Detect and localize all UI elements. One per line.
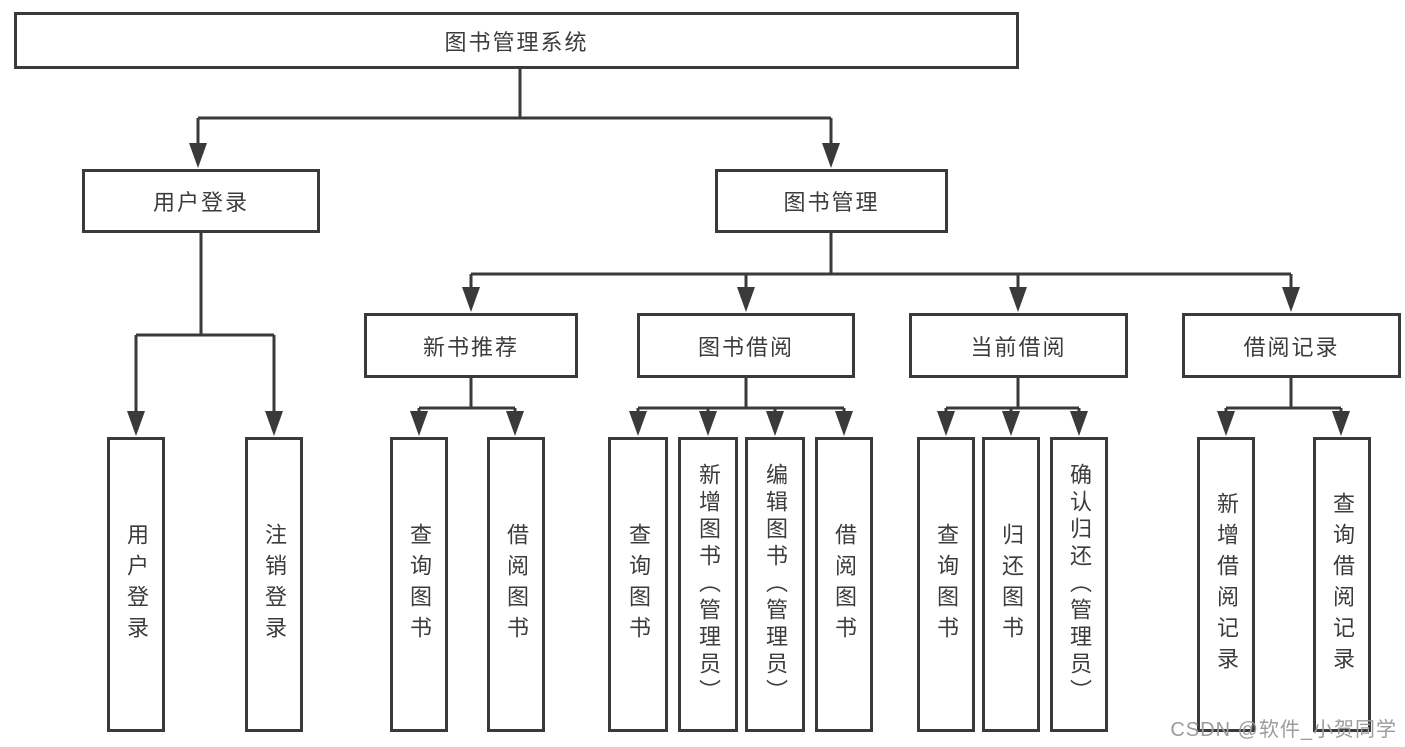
node-library-management-system: 图书管理系统 — [14, 12, 1019, 69]
arrow-down-icon — [699, 411, 717, 436]
node-label: 用户登录 — [124, 522, 149, 647]
connector-lines — [134, 69, 1343, 414]
arrow-down-icon — [1217, 411, 1235, 436]
leaf-borrow-books: 借阅图书 — [815, 437, 873, 732]
arrow-down-icon — [1332, 411, 1350, 436]
arrow-down-icon — [835, 411, 853, 436]
leaf-add-books-admin: 新增图书（管理员） — [678, 437, 738, 732]
node-label: 借阅图书 — [504, 522, 529, 647]
leaf-user-login: 用户登录 — [107, 437, 165, 732]
arrow-down-icon — [766, 411, 784, 436]
node-label: 新书推荐 — [422, 334, 519, 360]
arrow-down-icon — [506, 411, 524, 436]
node-label: 查询借阅记录 — [1330, 491, 1355, 678]
node-label: 归还图书 — [999, 522, 1024, 647]
node-label: 图书管理系统 — [444, 29, 589, 55]
arrow-down-icon — [462, 287, 480, 312]
leaf-borrowing-query-books: 查询图书 — [608, 437, 668, 732]
node-current-borrowing: 当前借阅 — [909, 313, 1128, 378]
leaf-logout-login: 注销登录 — [245, 437, 303, 732]
node-label: 图书管理 — [783, 190, 880, 215]
arrow-down-icon — [1282, 287, 1300, 312]
leaf-recommend-query-books: 查询图书 — [390, 437, 448, 732]
node-label: 借阅记录 — [1243, 334, 1340, 360]
leaf-add-borrow-record: 新增借阅记录 — [1197, 437, 1255, 732]
arrow-down-icon — [410, 411, 428, 436]
node-label: 编辑图书（管理员） — [763, 463, 788, 706]
arrowheads — [127, 143, 1350, 436]
arrow-down-icon — [937, 411, 955, 436]
arrow-down-icon — [127, 411, 145, 436]
node-label: 用户登录 — [152, 190, 249, 215]
arrow-down-icon — [1002, 411, 1020, 436]
arrow-down-icon — [629, 411, 647, 436]
node-label: 新增借阅记录 — [1214, 491, 1239, 678]
node-user-login: 用户登录 — [82, 169, 320, 233]
leaf-return-books: 归还图书 — [982, 437, 1040, 732]
node-label: 查询图书 — [407, 522, 432, 647]
arrow-down-icon — [189, 143, 207, 168]
leaf-recommend-borrow-books: 借阅图书 — [487, 437, 545, 732]
node-label: 确认归还（管理员） — [1067, 463, 1092, 706]
leaf-edit-books-admin: 编辑图书（管理员） — [745, 437, 805, 732]
leaf-current-query-books: 查询图书 — [917, 437, 975, 732]
arrow-down-icon — [265, 411, 283, 436]
node-label: 借阅图书 — [832, 522, 857, 647]
node-new-book-recommendation: 新书推荐 — [364, 313, 578, 378]
arrow-down-icon — [1009, 287, 1027, 312]
arrow-down-icon — [1070, 411, 1088, 436]
node-label: 当前借阅 — [970, 334, 1067, 360]
node-label: 查询图书 — [934, 522, 959, 647]
arrow-down-icon — [822, 143, 840, 168]
node-book-management: 图书管理 — [715, 169, 948, 233]
csdn-watermark: CSDN @软件_小贺同学 — [1170, 719, 1397, 741]
leaf-confirm-return-admin: 确认归还（管理员） — [1050, 437, 1108, 732]
node-borrowing-records: 借阅记录 — [1182, 313, 1401, 378]
node-label: 查询图书 — [626, 522, 651, 647]
node-label: 新增图书（管理员） — [696, 463, 721, 706]
arrow-down-icon — [737, 287, 755, 312]
node-label: 注销登录 — [262, 522, 287, 647]
leaf-query-borrow-record: 查询借阅记录 — [1313, 437, 1371, 732]
node-book-borrowing: 图书借阅 — [637, 313, 855, 378]
node-label: 图书借阅 — [697, 334, 794, 360]
